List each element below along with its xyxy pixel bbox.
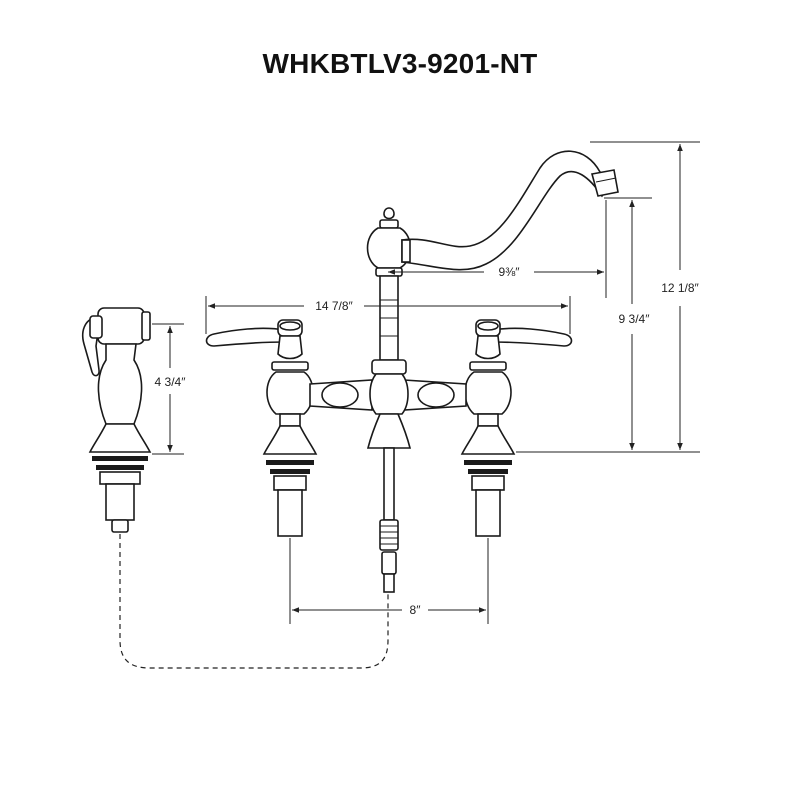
label-overall-width: 14 7/8″ bbox=[315, 299, 353, 313]
label-spout-reach: 9⅜″ bbox=[499, 265, 521, 279]
dimension-overall-width bbox=[205, 296, 571, 334]
dimension-spout-height bbox=[604, 197, 652, 450]
dimension-total-height bbox=[516, 141, 700, 453]
right-handle bbox=[460, 319, 573, 537]
left-handle bbox=[205, 319, 318, 537]
center-spout bbox=[366, 150, 619, 593]
label-sprayer-height: 4 3/4″ bbox=[155, 375, 187, 389]
dimension-center-spacing bbox=[289, 538, 489, 624]
model-title: WHKBTLV3-9201-NT bbox=[262, 48, 538, 79]
label-total-height: 12 1/8″ bbox=[661, 281, 699, 295]
label-center-spacing: 8″ bbox=[410, 603, 422, 617]
label-spout-height: 9 3/4″ bbox=[619, 312, 651, 326]
sprayer-hose bbox=[119, 534, 389, 669]
side-sprayer bbox=[82, 307, 152, 533]
dimension-spout-reach bbox=[388, 200, 607, 298]
dimension-sprayer-height bbox=[152, 323, 184, 455]
